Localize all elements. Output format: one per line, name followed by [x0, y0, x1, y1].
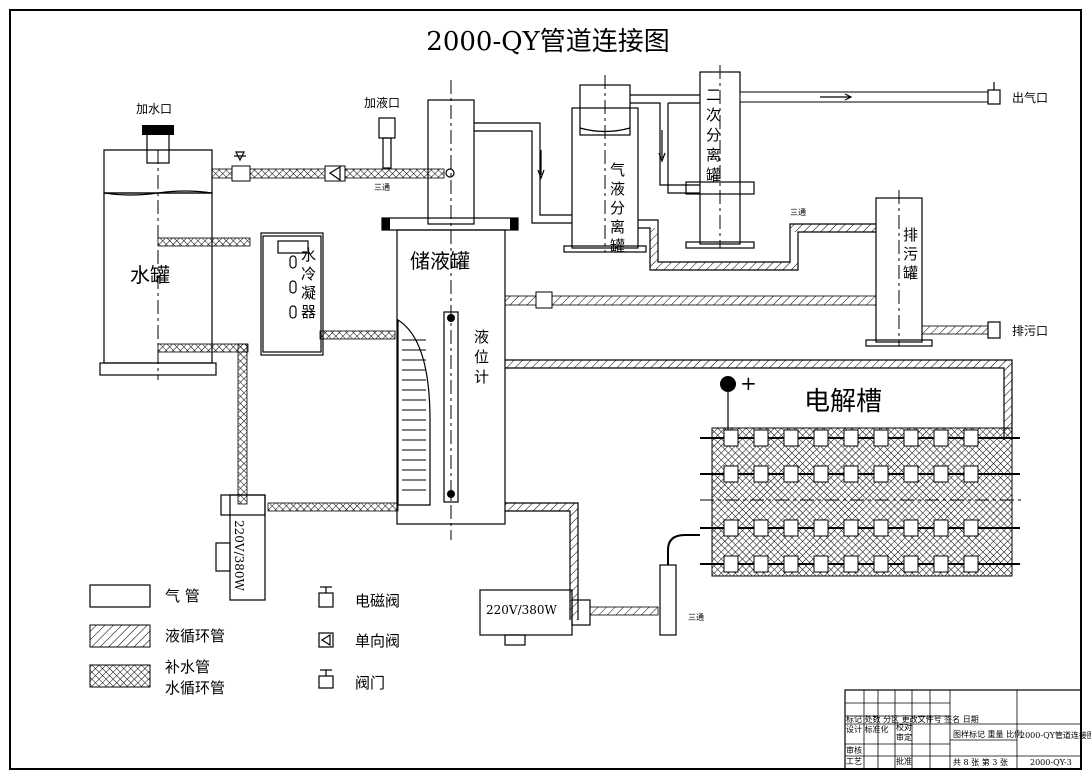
- positive-terminal: [720, 376, 736, 392]
- gas-outlet-label: 出气口: [1012, 90, 1048, 105]
- tee-label-2: 三通: [790, 207, 806, 217]
- legend: 气 管 液循环管 补水管 水循环管 电磁阀 单向阀 阀门: [89, 584, 400, 697]
- legend-check-label: 单向阀: [355, 632, 400, 650]
- water-tank-label: 水罐: [130, 263, 170, 287]
- pump-1: 220V/380W: [215, 494, 266, 601]
- level-gauge-label-1: 液: [474, 328, 489, 346]
- svg-text:分: 分: [706, 126, 721, 144]
- liquid-inlet-label: 加液口: [364, 95, 400, 110]
- electrolyzer-label: 电解槽: [804, 387, 882, 417]
- liquid-storage-tank: 储液罐 液 位 计: [381, 80, 519, 540]
- svg-text:罐: 罐: [610, 237, 625, 255]
- tb-drawing-no: 2000-QY-3: [1030, 758, 1072, 767]
- solenoid-icon: [318, 586, 334, 608]
- drain-outlet-label: 排污口: [1012, 324, 1048, 338]
- svg-text:计: 计: [474, 368, 489, 386]
- legend-valve-label: 阀门: [355, 674, 385, 692]
- tb-approve: 批准: [896, 756, 912, 766]
- gas-sep-label-1: 气: [610, 161, 625, 179]
- water-pipe-condenser-top: [157, 237, 251, 247]
- tee-label-3: 三通: [688, 612, 704, 622]
- legend-gas-swatch: [89, 584, 151, 608]
- liquid-tank-label: 储液罐: [410, 249, 470, 273]
- valve-handle: [234, 151, 246, 162]
- tb-craft: 工艺: [846, 757, 862, 766]
- svg-text:离: 离: [706, 146, 721, 164]
- svg-text:次: 次: [706, 106, 721, 124]
- valve-icon: [318, 669, 334, 689]
- pump1-label: 220V/380W: [232, 520, 246, 592]
- liquid-inlet-cap: [378, 117, 396, 139]
- water-tank: 水罐 加水口: [99, 102, 217, 380]
- svg-text:污: 污: [903, 245, 918, 263]
- check-valve-top: [324, 165, 346, 182]
- svg-text:凝: 凝: [301, 284, 316, 302]
- legend-water-swatch: [89, 664, 151, 688]
- legend-water-label-1: 补水管: [165, 658, 210, 676]
- svg-text:离: 离: [610, 218, 625, 236]
- diagram-title: 2000-QY管道连接图: [426, 27, 669, 57]
- water-pipe-vertical: [237, 343, 248, 505]
- tb-drawing-name: 2000-QY管道连接图: [1020, 730, 1091, 740]
- check-valve-icon: [318, 632, 334, 648]
- legend-liquid-label: 液循环管: [165, 627, 225, 645]
- legend-water-label-2: 水循环管: [165, 679, 225, 697]
- valve-water: [231, 165, 251, 182]
- gas-pipe-2: [630, 94, 700, 194]
- water-inlet-label: 加水口: [136, 102, 172, 116]
- svg-text:冷: 冷: [301, 265, 316, 283]
- svg-text:位: 位: [474, 348, 489, 366]
- gas-outlet-pipe: [739, 91, 989, 103]
- condenser: 水 冷 凝 器: [260, 232, 396, 356]
- svg-text:液: 液: [610, 180, 625, 198]
- liquid-pipe-storage-drain: [504, 295, 877, 306]
- tee-label-1: 三通: [374, 182, 390, 192]
- drain-tank: 排 污 罐: [865, 190, 933, 347]
- tb-design: 设计 标准化: [846, 724, 889, 734]
- tb-header: 标记 处数 分区 更改文件号 签名 日期: [846, 714, 979, 724]
- pump-2: 220V/380W: [479, 589, 591, 646]
- svg-text:器: 器: [301, 303, 316, 321]
- plus-label: +: [740, 371, 757, 395]
- legend-solenoid-label: 电磁阀: [355, 592, 400, 610]
- svg-text:分: 分: [610, 199, 625, 217]
- tb-check: 审定: [896, 732, 912, 742]
- tb-sheet: 共 8 张 第 3 张: [953, 757, 1008, 767]
- electrolyzer: 电解槽 +: [700, 371, 1025, 577]
- second-sep-label-1: 二: [706, 86, 721, 104]
- tb-review: 审核: [846, 745, 862, 755]
- water-pipe-pump1: [267, 502, 399, 512]
- drawing-frame: [9, 9, 1082, 770]
- level-gauge: [443, 311, 459, 503]
- title-block: 标记 处数 分区 更改文件号 签名 日期 设计 标准化 审核 工艺 审定 批准 …: [844, 689, 1091, 770]
- svg-text:罐: 罐: [706, 166, 721, 184]
- legend-liquid-swatch: [89, 624, 151, 648]
- tb-proof: 校对: [896, 722, 912, 732]
- legend-gas-label: 气 管: [165, 587, 200, 605]
- second-separator: 二 次 分 离 罐: [685, 65, 755, 249]
- pump2-label: 220V/380W: [486, 603, 558, 617]
- tb-marks: 图样标记 重量 比例: [953, 729, 1022, 739]
- condenser-label-1: 水: [301, 246, 316, 264]
- gas-liquid-separator: 气 液 分 离 罐: [563, 75, 647, 255]
- drain-tank-label-1: 排: [903, 226, 918, 244]
- svg-text:罐: 罐: [903, 264, 918, 282]
- gas-pipe-1: [474, 122, 572, 224]
- water-pipe-tank-bottom: [157, 343, 249, 353]
